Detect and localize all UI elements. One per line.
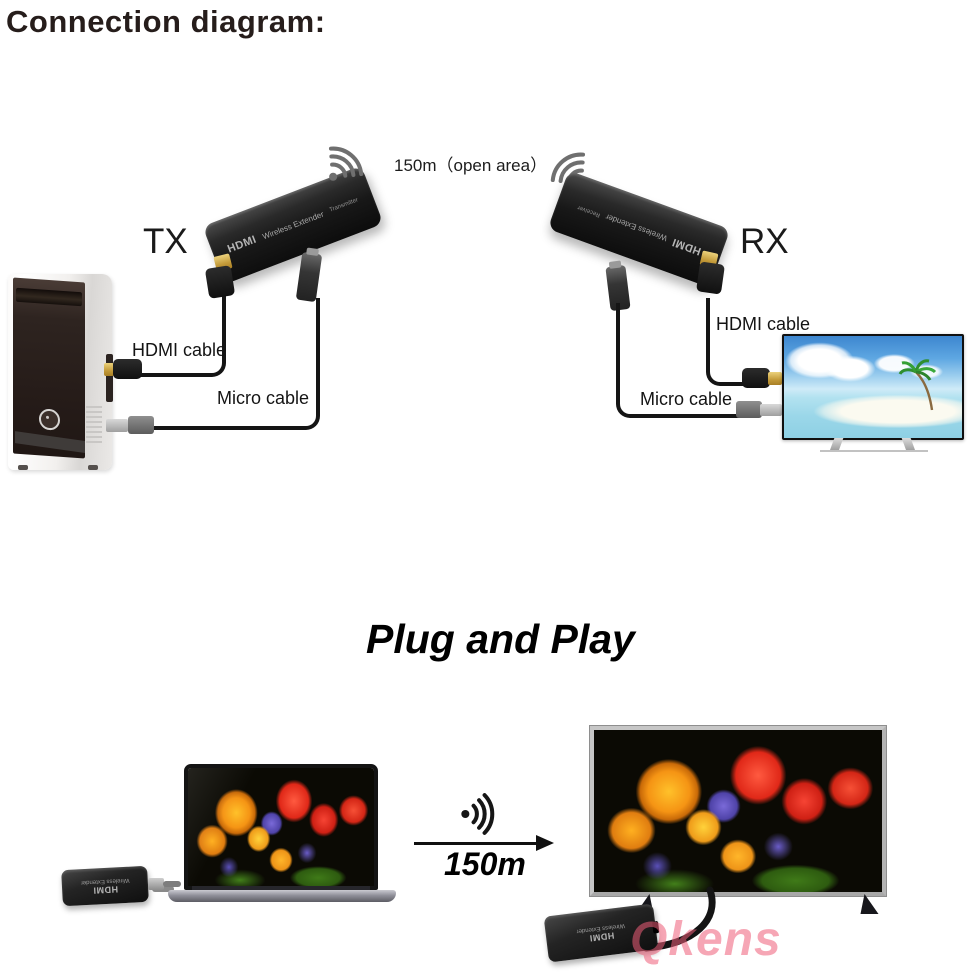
flower-tv — [586, 722, 896, 952]
micro-cable-label-left: Micro cable — [217, 388, 310, 408]
beach-tv-frame — [782, 334, 964, 440]
usb-plug-left-shell — [128, 416, 154, 434]
hdmi-plug-left-gold-tip — [104, 363, 114, 376]
tx-device-role: Transmitter — [328, 197, 360, 214]
rx-label: RX — [740, 222, 789, 261]
brand-watermark: Qkens — [630, 913, 782, 966]
beach-tv — [782, 334, 966, 456]
wifi-signal-icon — [311, 133, 376, 198]
tx-device-name: Wireless Extender — [261, 209, 325, 241]
laptop-dongle-connector — [148, 878, 164, 890]
laptop-screen-image — [188, 768, 374, 886]
hdmi-cable-label-left: HDMI cable — [132, 340, 227, 360]
hdmi-plug-left-shell — [113, 359, 142, 379]
rx-device-name: Wireless Extender — [603, 212, 669, 244]
pc-bottom-strip — [15, 431, 85, 453]
laptop-hinge — [192, 886, 370, 891]
distance-label: 150m（open area） — [394, 156, 548, 175]
pc-foot — [18, 465, 28, 470]
pc-vents — [86, 406, 102, 446]
right-arrow-icon — [414, 842, 542, 845]
rx-device-role: Receiver — [576, 203, 601, 218]
palm-tree-icon — [898, 359, 937, 411]
hdmi-cable-left — [128, 293, 226, 377]
range-label: 150m — [444, 846, 526, 882]
usb-plug-right-tip — [760, 404, 782, 416]
pc-optical-drive — [16, 287, 82, 307]
wifi-signal-icon — [458, 792, 502, 836]
laptop-dongle: HDMI Wireless Extender — [60, 864, 184, 912]
pc-front-panel — [13, 277, 85, 459]
plug-and-play-heading: Plug and Play — [366, 616, 635, 662]
page-title: Connection diagram: — [6, 4, 326, 39]
laptop-base — [168, 890, 396, 902]
pc-tower — [8, 268, 118, 474]
usb-plug-right-shell — [736, 401, 762, 418]
hdmi-plug-right-shell — [742, 368, 770, 388]
flower-tv-leg — [855, 894, 879, 914]
tv-dongle-cable — [642, 886, 716, 952]
micro-cable-label-right: Micro cable — [640, 389, 733, 409]
power-button-icon — [39, 408, 60, 431]
laptop-dongle-body: HDMI Wireless Extender — [61, 865, 149, 907]
laptop — [152, 758, 408, 908]
hdmi-plug-right-gold-tip — [768, 372, 782, 385]
micro-cable-right — [616, 303, 746, 418]
hdmi-cable-label-right: HDMI cable — [716, 314, 811, 334]
tx-hdmi-connector-shell — [204, 265, 236, 299]
laptop-dongle-wire — [163, 881, 181, 887]
micro-cable-left — [148, 298, 320, 430]
rx-device-brand: HDMI — [670, 235, 703, 257]
rx-hdmi-connector-shell — [696, 261, 725, 295]
tx-device-brand: HDMI — [225, 233, 259, 256]
beach-tv-screen — [784, 336, 962, 438]
flower-tv-frame — [590, 726, 886, 896]
laptop-screen — [184, 764, 378, 890]
tx-label: TX — [143, 222, 188, 261]
pc-port-slot — [106, 354, 113, 402]
right-arrow-head — [536, 835, 554, 851]
beach-tv-base — [820, 450, 928, 452]
usb-plug-left-tip — [106, 419, 128, 432]
flower-tv-screen-image — [594, 730, 882, 892]
pc-foot — [88, 465, 98, 470]
tx-micro-connector — [295, 251, 323, 303]
hdmi-cable-right — [706, 298, 752, 386]
